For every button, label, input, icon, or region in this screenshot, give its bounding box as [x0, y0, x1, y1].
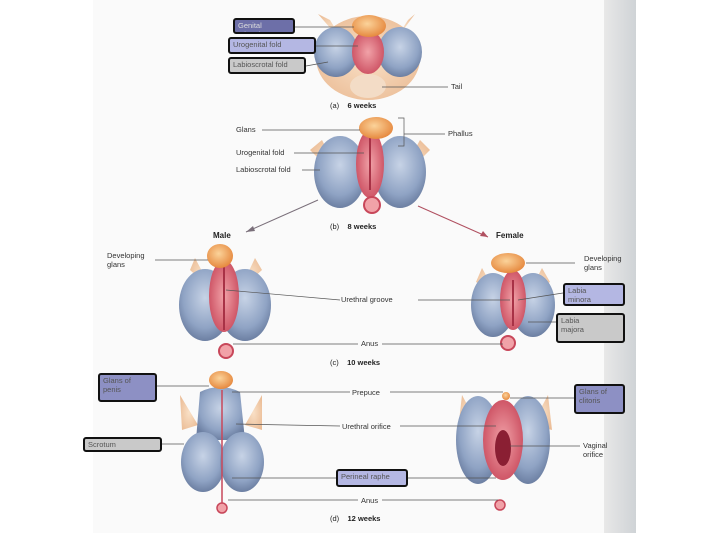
- label-urogenital-fold: Urogenital fold: [236, 148, 284, 157]
- label-vaginal-orifice: Vaginal orifice: [583, 441, 607, 459]
- caption-stage-d: (d) 12 weeks: [330, 514, 380, 523]
- highlight-glans-of-penis: Glans of penis: [98, 373, 157, 402]
- stage-b-illustration: [310, 117, 430, 213]
- heading-female: Female: [496, 231, 524, 240]
- stage-c-male-illustration: [179, 244, 271, 358]
- highlight-urogenital-fold: Urogenital fold: [228, 37, 316, 54]
- highlight-labia-minora: Labia minora: [563, 283, 625, 306]
- stage-c-female-illustration: [471, 253, 555, 350]
- highlight-genital-tubercle: Genital tubercle: [233, 18, 295, 34]
- label-tail: Tail: [451, 82, 462, 91]
- label-prepuce: Prepuce: [352, 388, 380, 397]
- label-anus-12wk: Anus: [361, 496, 378, 505]
- label-phallus: Phallus: [448, 129, 473, 138]
- caption-stage-a: (a) 6 weeks: [330, 101, 376, 110]
- label-developing-glans-female: Developing glans: [584, 254, 622, 272]
- caption-stage-c: (c) 10 weeks: [330, 358, 380, 367]
- stage-d-female-illustration: [456, 392, 552, 510]
- highlight-labioscrotal-fold: Labioscrotal fold: [228, 57, 306, 74]
- heading-male: Male: [213, 231, 231, 240]
- highlight-perineal-raphe: Perineal raphe: [336, 469, 408, 487]
- label-urethral-orifice: Urethral orifice: [342, 422, 391, 431]
- label-urethral-groove: Urethral groove: [341, 295, 393, 304]
- label-glans: Glans: [236, 125, 256, 134]
- highlight-scrotum: Scrotum: [83, 437, 162, 452]
- label-developing-glans-male: Developing glans: [107, 251, 145, 269]
- arrow-to-female: [418, 206, 488, 237]
- arrow-to-male: [246, 200, 318, 232]
- highlight-labia-majora: Labia majora: [556, 313, 625, 343]
- highlight-glans-of-clitoris: Glans of clitoris: [574, 384, 625, 414]
- label-labioscrotal-fold: Labioscrotal fold: [236, 165, 291, 174]
- label-anus-10wk: Anus: [361, 339, 378, 348]
- caption-stage-b: (b) 8 weeks: [330, 222, 376, 231]
